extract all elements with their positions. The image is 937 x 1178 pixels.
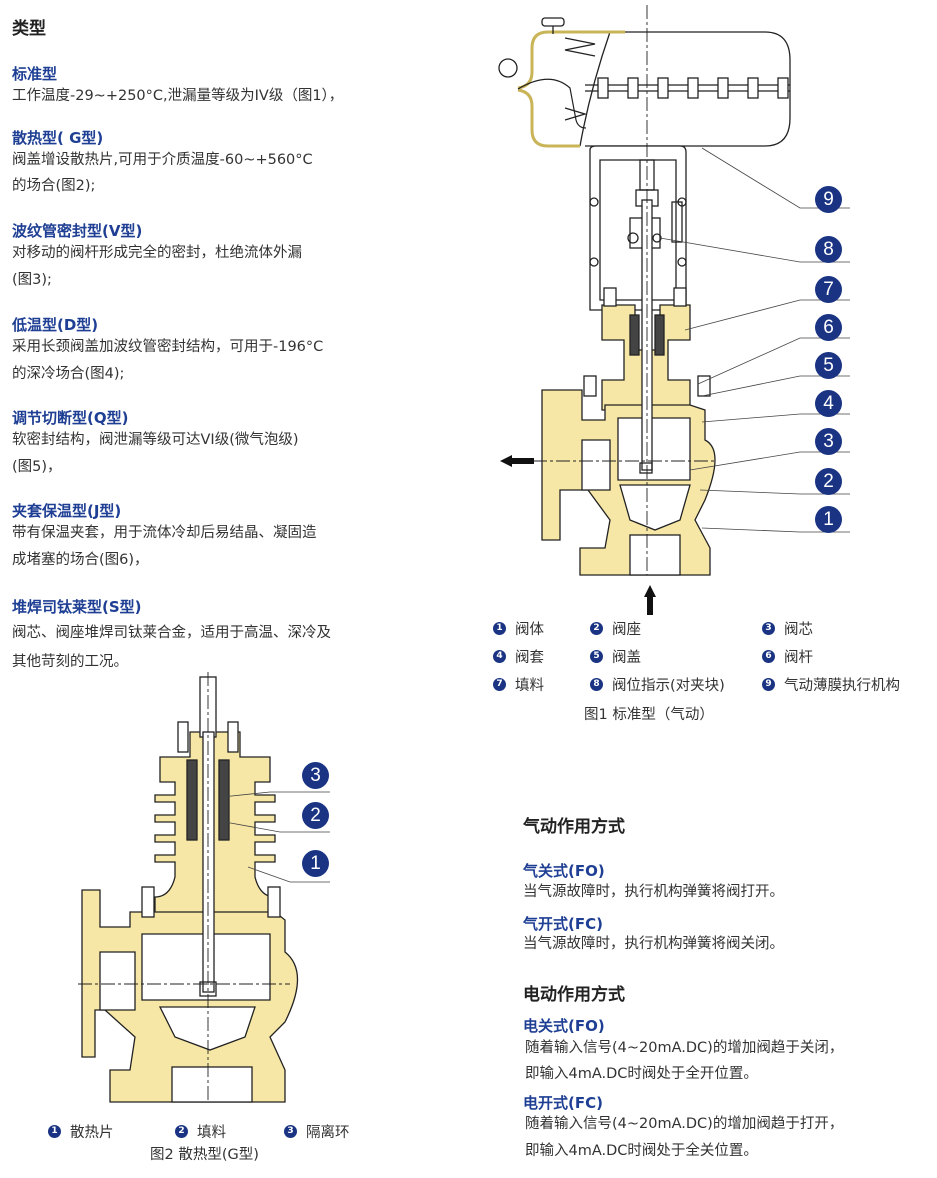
figure2-callout-3: 3: [302, 762, 329, 789]
electric-section-title: 电动作用方式: [523, 985, 625, 1005]
legend-label: 阀座: [612, 622, 641, 638]
type-desc-line: 的深冷场合(图4);: [12, 366, 125, 382]
valve-cross-section-standard: [498, 5, 850, 615]
legend-number-badge: 1: [493, 622, 506, 635]
legend-label: 隔离环: [306, 1125, 350, 1141]
legend-item: 1 阀体: [493, 618, 544, 639]
legend-item: 3 隔离环: [284, 1121, 350, 1142]
pneumatic-fo-heading: 气关式(FO): [523, 862, 605, 880]
legend-label: 阀盖: [612, 650, 641, 666]
figure1-callout-5: 5: [815, 352, 842, 379]
figure2-caption: 图2 散热型(G型): [150, 1147, 259, 1163]
legend-item: 5 阀盖: [590, 646, 641, 667]
electric-fc-heading: 电开式(FC): [523, 1094, 603, 1112]
valve-cross-section-finned: [78, 672, 330, 1103]
type-heading-q: 调节切断型(Q型): [12, 409, 129, 427]
figure1-callout-3: 3: [815, 428, 842, 455]
type-desc-line: 的场合(图2);: [12, 178, 96, 194]
legend-number-badge: 6: [762, 650, 775, 663]
type-desc-line: 工作温度-29~+250°C,泄漏量等级为IV级（图1），: [12, 88, 344, 104]
legend-item: 1 散热片: [48, 1121, 114, 1142]
pneumatic-fo-desc: 当气源故障时，执行机构弹簧将阀打开。: [523, 884, 784, 900]
type-desc-line: 软密封结构，阀泄漏等级可达VI级(微气泡级): [12, 432, 299, 448]
type-desc-line: 成堵塞的场合(图6)，: [12, 552, 149, 568]
electric-fc-desc: 随着输入信号(4~20mA.DC)的增加阀趋于打开，: [525, 1116, 844, 1132]
electric-fo-desc: 随着输入信号(4~20mA.DC)的增加阀趋于关闭，: [525, 1040, 844, 1056]
type-desc-line: 带有保温夹套，用于流体冷却后易结晶、凝固造: [12, 525, 317, 541]
type-desc-line: 阀芯、阀座堆焊司钛莱合金，适用于高温、深冷及: [12, 625, 331, 641]
pneumatic-fc-desc: 当气源故障时，执行机构弹簧将阀关闭。: [523, 936, 784, 952]
type-desc-line: 采用长颈阀盖加波纹管密封结构，可用于-196°C: [12, 339, 324, 355]
type-desc-line: 其他苛刻的工况。: [12, 654, 128, 670]
legend-number-badge: 1: [48, 1125, 61, 1138]
legend-label: 气动薄膜执行机构: [784, 678, 900, 694]
legend-item: 8 阀位指示(对夹块): [590, 674, 725, 695]
type-heading-standard: 标准型: [12, 65, 58, 83]
types-title: 类型: [12, 19, 46, 39]
figure1-callout-9: 9: [815, 186, 842, 213]
type-desc-line: 阀盖增设散热片,可用于介质温度-60~+560°C: [12, 152, 313, 168]
electric-fo-heading: 电关式(FO): [523, 1017, 605, 1035]
legend-item: 2 阀座: [590, 618, 641, 639]
figure1-callout-6: 6: [815, 314, 842, 341]
pneumatic-fc-heading: 气开式(FC): [523, 915, 603, 933]
type-heading-j: 夹套保温型(J型): [12, 502, 122, 520]
legend-label: 填料: [515, 678, 544, 694]
figure2-callout-2: 2: [302, 802, 329, 829]
type-heading-d: 低温型(D型): [12, 316, 99, 334]
type-desc-line: (图5)，: [12, 459, 62, 475]
legend-number-badge: 8: [590, 678, 603, 691]
figure2-callout-1: 1: [302, 850, 329, 877]
figure1-callout-2: 2: [815, 468, 842, 495]
type-desc-line: (图3);: [12, 272, 52, 288]
figure1-callout-8: 8: [815, 236, 842, 263]
figure2-drawing: [70, 672, 370, 1117]
legend-number-badge: 2: [590, 622, 603, 635]
legend-number-badge: 7: [493, 678, 506, 691]
type-heading-s: 堆焊司钛莱型(S型): [12, 598, 142, 616]
type-heading-g: 散热型( G型): [12, 129, 104, 147]
legend-item: 4 阀套: [493, 646, 544, 667]
legend-item: 2 填料: [175, 1121, 226, 1142]
type-desc-line: 对移动的阀杆形成完全的密封，杜绝流体外漏: [12, 245, 302, 261]
legend-number-badge: 3: [762, 622, 775, 635]
figure1-callout-1: 1: [815, 506, 842, 533]
legend-label: 阀芯: [784, 622, 813, 638]
legend-item: 7 填料: [493, 674, 544, 695]
legend-number-badge: 2: [175, 1125, 188, 1138]
pneumatic-section-title: 气动作用方式: [523, 817, 625, 837]
electric-fc-desc: 即输入4mA.DC时阀处于全关位置。: [525, 1143, 758, 1159]
legend-label: 阀体: [515, 622, 544, 638]
figure1-caption: 图1 标准型（气动）: [584, 707, 714, 723]
figure1-callout-7: 7: [815, 276, 842, 303]
legend-label: 散热片: [70, 1125, 114, 1141]
legend-number-badge: 5: [590, 650, 603, 663]
legend-number-badge: 9: [762, 678, 775, 691]
legend-item: 3 阀芯: [762, 618, 813, 639]
legend-item: 6 阀杆: [762, 646, 813, 667]
figure1-callout-4: 4: [815, 390, 842, 417]
legend-item: 9 气动薄膜执行机构: [762, 674, 900, 695]
electric-fo-desc: 即输入4mA.DC时阀处于全开位置。: [525, 1066, 758, 1082]
legend-label: 阀位指示(对夹块): [612, 678, 725, 694]
legend-label: 阀套: [515, 650, 544, 666]
legend-number-badge: 4: [493, 650, 506, 663]
legend-label: 阀杆: [784, 650, 813, 666]
type-heading-v: 波纹管密封型(V型): [12, 222, 143, 240]
legend-number-badge: 3: [284, 1125, 297, 1138]
figure1-drawing: [490, 0, 937, 620]
legend-label: 填料: [197, 1125, 226, 1141]
